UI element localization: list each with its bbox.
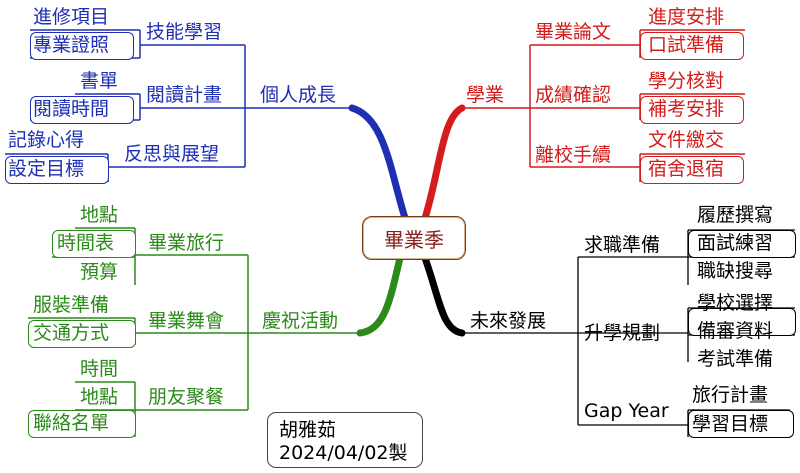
topic-graduation-trip[interactable]: 畢業旅行 — [148, 232, 225, 254]
branch-curve-personal — [348, 104, 409, 222]
leaf-dorm-checkout[interactable]: 宿舍退宿 — [648, 158, 725, 180]
node-box-personal-1-2 — [30, 32, 134, 60]
topic-leaving-procedures[interactable]: 離校手續 — [535, 144, 612, 166]
leaf-dinner-location[interactable]: 地點 — [80, 386, 119, 408]
topic-skill-learning[interactable]: 技能學習 — [146, 21, 223, 43]
leaf-application-docs[interactable]: 備審資料 — [697, 320, 774, 342]
branch-label-academic[interactable]: 學業 — [466, 84, 505, 106]
topic-gap-year[interactable]: Gap Year — [584, 400, 669, 422]
branch-curve-academic — [421, 104, 466, 222]
leaf-transport[interactable]: 交通方式 — [33, 322, 110, 344]
topic-thesis[interactable]: 畢業論文 — [535, 21, 612, 43]
branch-curve-celebration — [356, 254, 404, 337]
leaf-dinner-time[interactable]: 時間 — [80, 358, 119, 380]
leaf-document-submission[interactable]: 文件繳交 — [648, 129, 725, 151]
node-box-academic-2-2 — [640, 96, 744, 124]
signature-date: 2024/04/02製 — [279, 442, 408, 464]
leaf-reading-time[interactable]: 閱讀時間 — [33, 98, 110, 120]
topic-friends-dinner[interactable]: 朋友聚餐 — [148, 386, 225, 408]
leaf-interview-practice[interactable]: 面試練習 — [697, 232, 774, 254]
leaf-budget[interactable]: 預算 — [80, 261, 119, 283]
leaf-makeup-exam[interactable]: 補考安排 — [648, 98, 725, 120]
topic-reflection[interactable]: 反思與展望 — [124, 143, 220, 165]
leaf-contact-list[interactable]: 聯絡名單 — [33, 412, 110, 434]
branch-label-celebration[interactable]: 慶祝活動 — [262, 310, 339, 332]
leaf-learning-goals[interactable]: 學習目標 — [692, 413, 769, 435]
node-box-celebration-2-2 — [28, 320, 136, 348]
leaf-resume[interactable]: 履歷撰寫 — [697, 204, 774, 226]
leaf-timetable[interactable]: 時間表 — [57, 232, 115, 254]
node-box-future-1-2 — [688, 230, 796, 258]
leaf-outfit[interactable]: 服裝準備 — [33, 294, 110, 316]
leaf-certification[interactable]: 專業證照 — [33, 34, 110, 56]
branch-curve-future — [421, 254, 466, 337]
central-topic[interactable]: 畢業季 — [362, 216, 466, 260]
leaf-oral-defense[interactable]: 口試準備 — [648, 34, 725, 56]
topic-reading-plan[interactable]: 閱讀計畫 — [146, 84, 223, 106]
topic-further-education[interactable]: 升學規劃 — [584, 322, 661, 344]
branch-label-personal[interactable]: 個人成長 — [260, 84, 337, 106]
topic-prom[interactable]: 畢業舞會 — [148, 310, 225, 332]
leaf-job-search[interactable]: 職缺搜尋 — [697, 260, 774, 282]
leaf-school-choice[interactable]: 學校選擇 — [697, 292, 774, 314]
leaf-set-goals[interactable]: 設定目標 — [8, 158, 85, 180]
node-box-academic-1-2 — [640, 32, 744, 60]
topic-grades[interactable]: 成績確認 — [535, 84, 612, 106]
leaf-progress-schedule[interactable]: 進度安排 — [648, 6, 725, 28]
signature-author: 胡雅茹 — [279, 419, 337, 441]
leaf-further-study[interactable]: 進修項目 — [33, 6, 110, 28]
leaf-exam-prep[interactable]: 考試準備 — [697, 348, 774, 370]
signature-box: 胡雅茹 2024/04/02製 — [267, 412, 423, 468]
node-box-personal-3-2 — [5, 156, 109, 184]
node-box-future-2-2 — [688, 308, 796, 336]
leaf-credit-check[interactable]: 學分核對 — [648, 70, 725, 92]
node-box-personal-2-2 — [30, 96, 134, 124]
leaf-book-list[interactable]: 書單 — [80, 70, 119, 92]
node-box-celebration-3-3 — [28, 410, 136, 438]
node-box-future-3-2 — [688, 410, 794, 438]
node-box-academic-3-2 — [640, 156, 744, 184]
node-box-celebration-1-2 — [52, 230, 136, 258]
topic-job-search[interactable]: 求職準備 — [584, 234, 661, 256]
leaf-travel-plan[interactable]: 旅行計畫 — [692, 384, 769, 406]
branch-label-future[interactable]: 未來發展 — [470, 310, 547, 332]
leaf-trip-location[interactable]: 地點 — [80, 204, 119, 226]
leaf-record-thoughts[interactable]: 記錄心得 — [8, 129, 85, 151]
